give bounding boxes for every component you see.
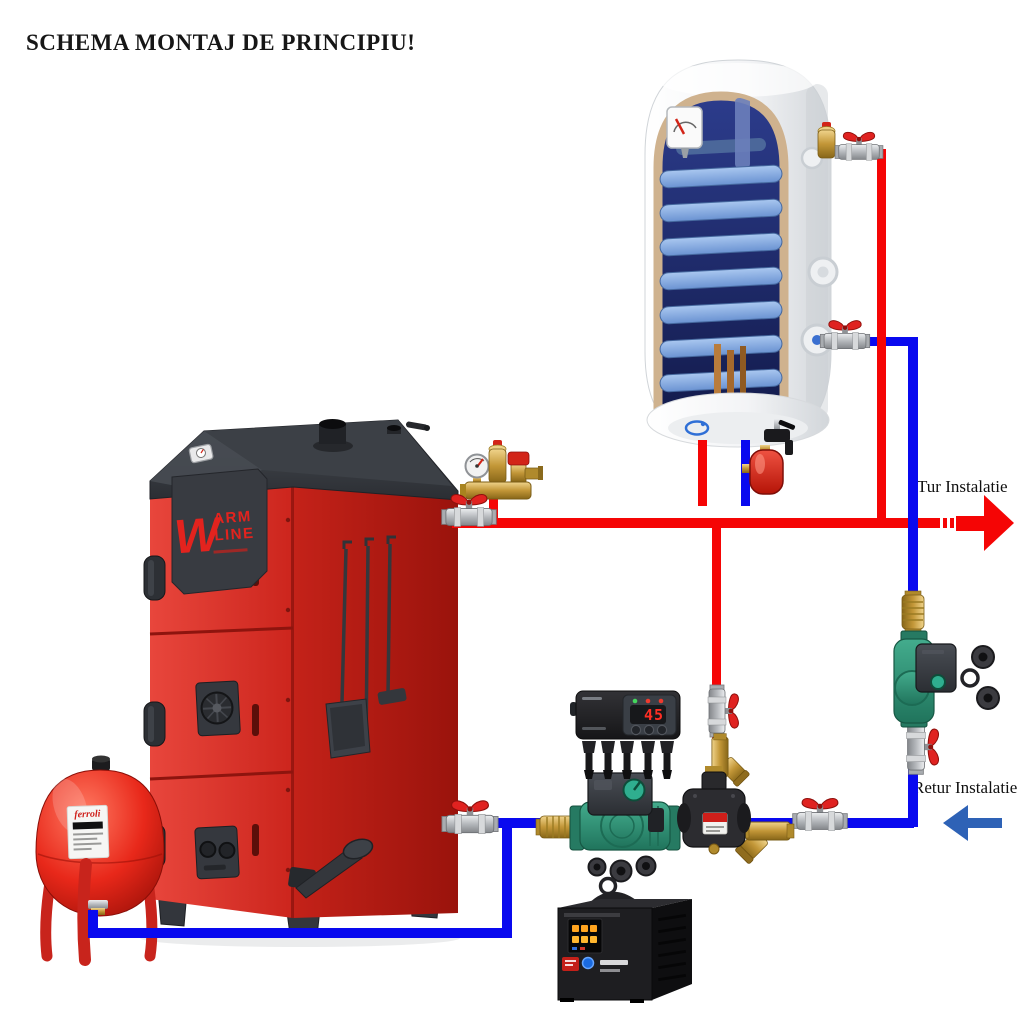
controller-led-red (658, 698, 664, 704)
return-riser-pipe (908, 337, 918, 827)
auto-air-vent (488, 440, 507, 484)
boiler-ash-door-plate (194, 825, 240, 880)
ups-power-button (581, 956, 595, 970)
supply-pipe-crossing-patch (877, 336, 886, 347)
fire-tools (325, 535, 407, 759)
pump-controller: 45 (570, 690, 681, 779)
anti-condensation-mixing-valve (677, 766, 751, 855)
controller-led-red (645, 698, 651, 704)
vessel-bottom-fitting (88, 900, 108, 909)
loose-riser-fittings (960, 645, 1000, 710)
riser-valve (906, 719, 940, 775)
components (441, 131, 1000, 896)
return-line-valve (792, 797, 848, 831)
ash-shaker-pedal (288, 838, 374, 899)
tank-supply-valve (834, 131, 884, 161)
page-title: SCHEMA MONTAJ DE PRINCIPIU! (26, 30, 416, 55)
boiler-safety-group (460, 440, 543, 500)
pump-control-box (915, 643, 957, 693)
ups-display (567, 918, 603, 954)
supply-arrow-shaft (956, 516, 985, 531)
hot-water-tank (644, 59, 839, 455)
controller-display (630, 705, 666, 724)
return-pipe-label: Retur Instalatie (913, 778, 1018, 797)
vessel-label: ferroli (66, 804, 110, 860)
return-arrow (943, 805, 1002, 841)
tank-supply-stub (698, 440, 707, 506)
expansion-vessel: ferroli (35, 755, 165, 966)
tank-brand-icon (684, 420, 710, 436)
supply-arrow-icon (984, 495, 1014, 551)
supply-main-pipe (452, 518, 940, 528)
return-arrow-shaft (966, 818, 1002, 828)
riser-union (901, 590, 925, 634)
small-expansion-tank (742, 445, 784, 495)
solid-fuel-boiler: W ARM LINE (140, 419, 460, 947)
return-arrow-icon (943, 805, 968, 841)
boiler-logo-arm: ARM (213, 508, 253, 528)
vessel-connection-pipe (88, 928, 512, 938)
heating-element (714, 344, 721, 414)
air-vent-valve (817, 122, 836, 159)
boiler-door-handle (143, 555, 166, 601)
pump-speed-knob (930, 674, 946, 690)
boiler-door-handle (143, 701, 166, 747)
boiler-top-port (387, 425, 401, 434)
ups-side-vents (658, 913, 687, 982)
tank-drain-valve (764, 419, 796, 455)
circulation-pump-riser (893, 630, 957, 728)
boiler-top-handle (405, 421, 430, 431)
safety-relief-valve (507, 451, 543, 483)
boiler-logo-w: W (173, 508, 226, 564)
scraper-paddle (377, 688, 407, 705)
ups-logo (600, 960, 628, 965)
controller-display-value: 45 (644, 706, 664, 724)
controller-button (643, 724, 655, 736)
boiler-thermometer (188, 443, 214, 464)
boiler-air-damper (195, 680, 241, 737)
boiler-logo-line: LINE (214, 525, 255, 545)
supply-branch-pipe (712, 526, 721, 692)
pressure-gauge (464, 453, 490, 479)
circulation-pump-return (569, 772, 681, 851)
vessel-barcode (72, 821, 103, 830)
boiler-logo-panel (171, 468, 268, 595)
vessel-brand-text: ferroli (74, 809, 101, 821)
tank-thermometer (666, 106, 703, 158)
controller-led-green (632, 698, 638, 704)
vessel-leg (77, 858, 92, 966)
controller-button (656, 724, 668, 736)
loose-pump-fittings (587, 855, 657, 896)
supply-pipe-label: Tur Instalatie (917, 477, 1008, 496)
branch-valve (707, 684, 739, 738)
controller-cable-glands (582, 741, 674, 779)
boiler-logo: W ARM LINE (173, 508, 255, 564)
boiler-chimney (313, 419, 353, 452)
ups-unit (557, 891, 692, 1003)
controller-button (630, 724, 642, 736)
